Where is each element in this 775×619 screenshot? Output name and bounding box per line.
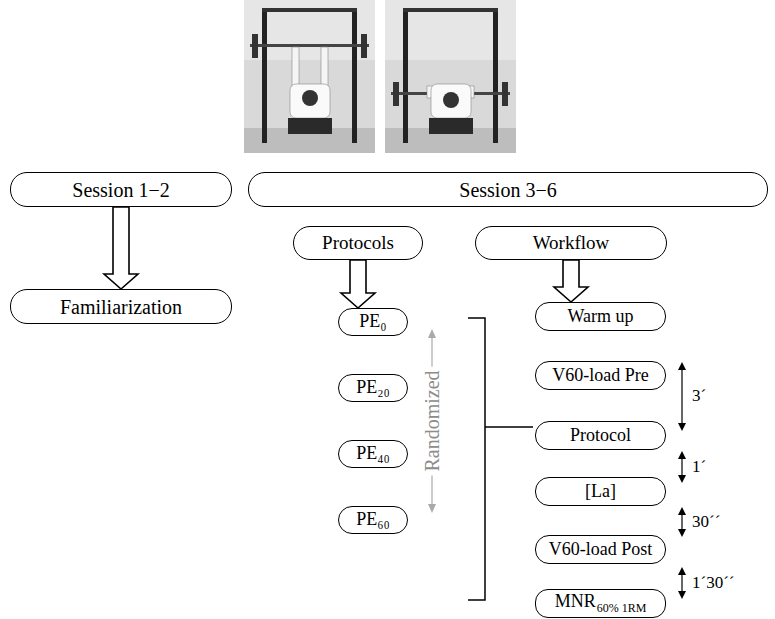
box-label: PE₄₀ <box>356 444 390 464</box>
weight-plate <box>502 82 508 106</box>
time-arrow <box>678 507 686 537</box>
bench-press-photo <box>385 0 516 153</box>
arrow-head <box>678 567 686 575</box>
photo-ground <box>385 0 516 153</box>
box-text: Protocol <box>570 425 631 445</box>
box-text: MNR <box>555 591 596 611</box>
column-header-box: Protocols <box>293 226 423 260</box>
box-text: [La] <box>585 481 616 501</box>
arrow-head <box>428 504 436 513</box>
protocol-box: PE₀ <box>338 308 408 336</box>
box-text: Familiarization <box>60 296 182 318</box>
box-text: PE₂₀ <box>356 377 390 397</box>
box-label: Workflow <box>533 233 610 254</box>
time-interval: 30´´ <box>692 513 720 532</box>
block-arrow <box>554 260 588 302</box>
box-text: V60-load Post <box>549 539 653 559</box>
box-label: PE₀ <box>359 312 386 332</box>
protocol-box: PE₂₀ <box>338 374 408 402</box>
rack-upright <box>493 8 498 143</box>
weight-plate <box>393 82 399 106</box>
time-interval: 1´30´´ <box>692 574 734 593</box>
workflow-step-box: [La] <box>535 477 666 506</box>
block-arrow <box>104 207 138 289</box>
box-text: PE₀ <box>359 311 386 331</box>
column-header-box: Workflow <box>475 226 667 260</box>
arrow-head <box>678 475 686 483</box>
arrow-line <box>681 367 682 427</box>
box-label: PE₂₀ <box>356 378 390 398</box>
protocol-box: PE₄₀ <box>338 440 408 468</box>
time-interval: 1´ <box>692 458 706 477</box>
rack-upright <box>262 8 267 143</box>
workflow-step-box: Warm up <box>535 302 666 331</box>
session-box: Session 1−2 <box>10 172 232 207</box>
subscript-text: 60% 1RM <box>597 601 647 615</box>
time-interval: 3´ <box>692 387 706 406</box>
box-label: Warm up <box>567 307 633 327</box>
arrow-head <box>678 362 686 370</box>
arrow-head <box>678 529 686 537</box>
box-label: MNR60% 1RM <box>555 592 647 615</box>
session-box: Session 3−6 <box>248 172 768 207</box>
arm <box>292 47 299 87</box>
photo-ground <box>244 0 375 153</box>
box-label: V60-load Post <box>549 540 653 560</box>
box-text: Workflow <box>533 232 610 253</box>
time-arrow <box>678 567 686 599</box>
box-text: Warm up <box>567 306 633 326</box>
workflow-step-box: MNR60% 1RM <box>535 589 666 618</box>
torso <box>290 84 330 118</box>
rack-upright <box>403 8 408 143</box>
bracket <box>468 318 533 600</box>
workflow-step-box: V60-load Post <box>535 535 666 564</box>
box-label: Session 3−6 <box>459 179 556 201</box>
rack-top <box>262 8 357 12</box>
weight-plate <box>252 34 258 58</box>
workflow-step-box: V60-load Pre <box>535 361 666 390</box>
arrow-head <box>678 451 686 459</box>
arm <box>321 47 328 87</box>
box-label: Session 1−2 <box>72 179 169 201</box>
weight-plate <box>361 34 367 58</box>
box-label: PE₆₀ <box>356 510 390 530</box>
box-text: V60-load Pre <box>552 365 648 385</box>
rack-top <box>403 8 498 12</box>
box-label: V60-load Pre <box>552 366 648 386</box>
time-arrow <box>678 362 686 431</box>
workflow-step-box: Protocol <box>535 421 666 450</box>
box-text: Session 3−6 <box>459 179 556 201</box>
torso <box>431 84 471 118</box>
box-text: Session 1−2 <box>72 179 169 201</box>
arrow-head <box>678 591 686 599</box>
block-arrow <box>341 260 375 308</box>
arrow-head <box>428 329 436 338</box>
arrow-head <box>678 423 686 431</box>
rack-upright <box>352 8 357 143</box>
bench-press-photo <box>244 0 375 153</box>
time-arrow <box>678 451 686 483</box>
box-text: PE₄₀ <box>356 443 390 463</box>
randomized-label: Randomized <box>421 366 443 475</box>
bench <box>288 118 332 134</box>
barbell <box>250 44 369 47</box>
box-label: [La] <box>585 482 616 502</box>
bench <box>429 118 473 134</box>
box-text: Protocols <box>322 232 394 253</box>
protocol-box: PE₆₀ <box>338 506 408 534</box>
head <box>443 92 459 108</box>
arrow-head <box>678 507 686 515</box>
phase-box: Familiarization <box>10 289 232 324</box>
box-label: Protocol <box>570 426 631 446</box>
box-text: PE₆₀ <box>356 509 390 529</box>
box-label: Familiarization <box>60 296 182 318</box>
head <box>302 90 318 106</box>
box-label: Protocols <box>322 233 394 254</box>
